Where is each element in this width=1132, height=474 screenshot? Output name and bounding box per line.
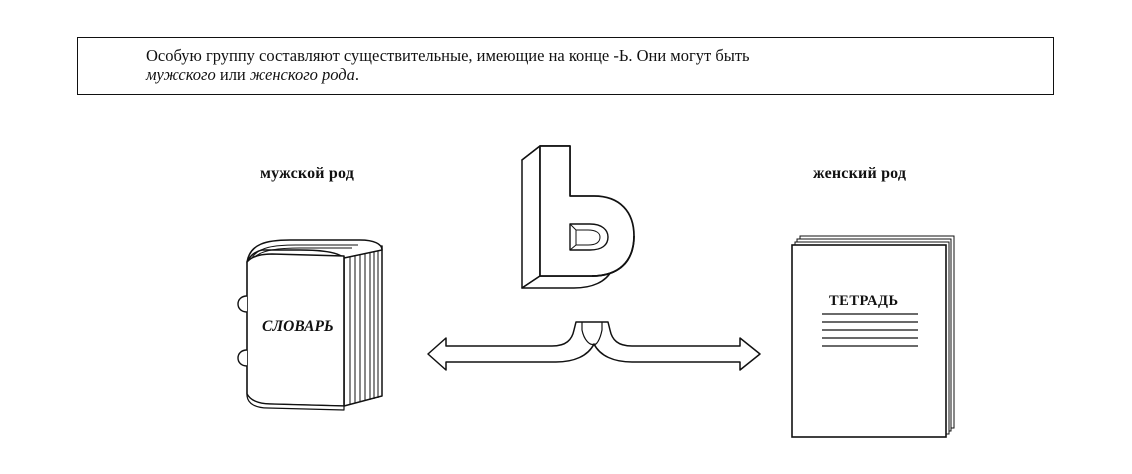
notebook-title: ТЕТРАДЬ — [829, 293, 899, 309]
rule-fem-word: женского рода — [249, 65, 355, 84]
dictionary-book-icon — [237, 239, 383, 411]
rule-box: Особую группу составляют существительные… — [77, 37, 1054, 95]
rule-masc-word: мужского — [146, 65, 216, 84]
rule-text-part2: -Ь. Они могут быть — [613, 46, 750, 65]
feminine-label: женский род — [813, 165, 907, 182]
rule-middle-word: или — [215, 65, 250, 84]
dictionary-title: СЛОВАРЬ — [262, 318, 334, 335]
notebook-lines — [822, 313, 918, 347]
soft-sign-letter-icon: Ь — [521, 145, 635, 289]
rule-end: . — [354, 65, 360, 84]
rule-text-part1: Особую группу составляют существительные… — [146, 46, 614, 65]
notebook-icon — [791, 235, 955, 438]
masculine-label: мужской род — [260, 165, 355, 182]
double-arrow-brace-icon — [427, 321, 761, 371]
